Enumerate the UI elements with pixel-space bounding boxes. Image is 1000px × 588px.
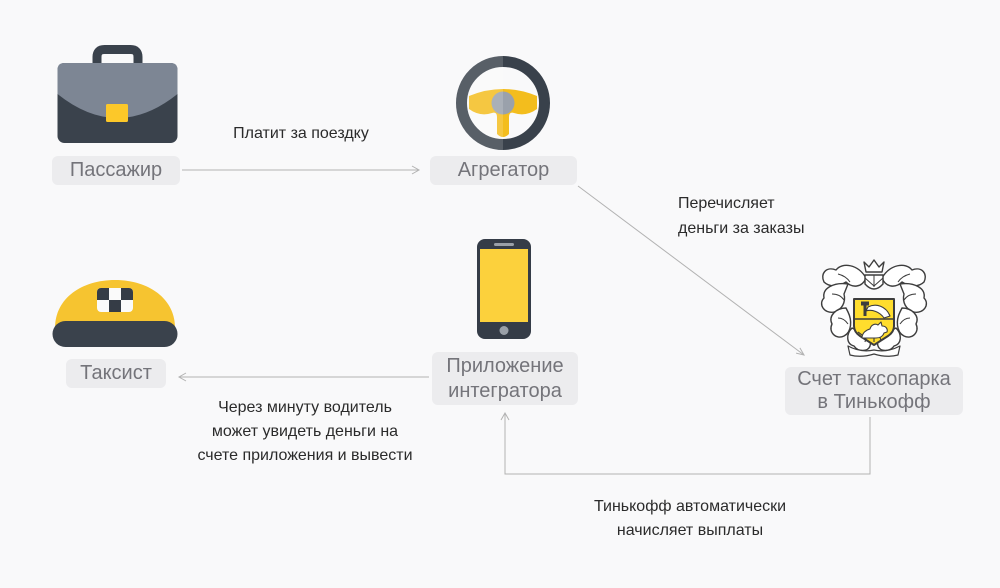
arrow-tinkoff-to-app — [500, 411, 871, 475]
app-label-line1: Приложение — [446, 354, 564, 377]
taxi-cap-icon — [52, 276, 178, 348]
node-label-app: Приложение интегратора — [432, 352, 578, 405]
steering-wheel-icon — [454, 54, 552, 152]
tinkoff-label-line2: в Тинькофф — [817, 391, 931, 413]
edge-label-withdraw: Через минуту водитель может увидеть день… — [155, 396, 455, 468]
tinkoff-label-line1: Счет таксопарка — [797, 368, 951, 390]
aggregator-label-text: Агрегатор — [457, 159, 550, 181]
node-label-aggregator: Агрегатор — [430, 156, 577, 185]
app-label-line2: интегратора — [448, 379, 562, 402]
withdraw-label-line3: счете приложения и вывести — [197, 447, 413, 464]
node-label-passenger: Пассажир — [52, 156, 180, 185]
pay-label-text: Платит за поездку — [233, 125, 369, 142]
arrow-aggregator-to-tinkoff — [577, 185, 806, 356]
edge-label-transfer: Перечисляет деньги за заказы — [678, 191, 878, 241]
transfer-label-line1: Перечисляет — [678, 195, 775, 212]
withdraw-label-line2: может увидеть деньги на — [211, 423, 399, 440]
payout-label-line2: начисляет выплаты — [616, 522, 764, 539]
node-label-tinkoff: Счет таксопарка в Тинькофф — [785, 367, 963, 415]
withdraw-label-line1: Через минуту водитель — [218, 399, 392, 416]
transfer-label-line2: деньги за заказы — [678, 220, 805, 237]
edge-label-payout: Тинькофф автоматически начисляет выплаты — [540, 495, 840, 543]
driver-label-text: Таксист — [80, 362, 152, 384]
arrow-passenger-to-aggregator — [182, 165, 421, 175]
passenger-label-text: Пассажир — [69, 159, 163, 181]
smartphone-icon — [477, 239, 531, 339]
node-label-driver: Таксист — [66, 359, 166, 388]
arrow-app-to-driver — [177, 372, 429, 382]
briefcase-icon — [57, 43, 178, 144]
payout-label-line1: Тинькофф автоматически — [593, 498, 787, 515]
tinkoff-crest-icon — [818, 258, 930, 360]
edge-label-pay: Платит за поездку — [151, 122, 451, 146]
